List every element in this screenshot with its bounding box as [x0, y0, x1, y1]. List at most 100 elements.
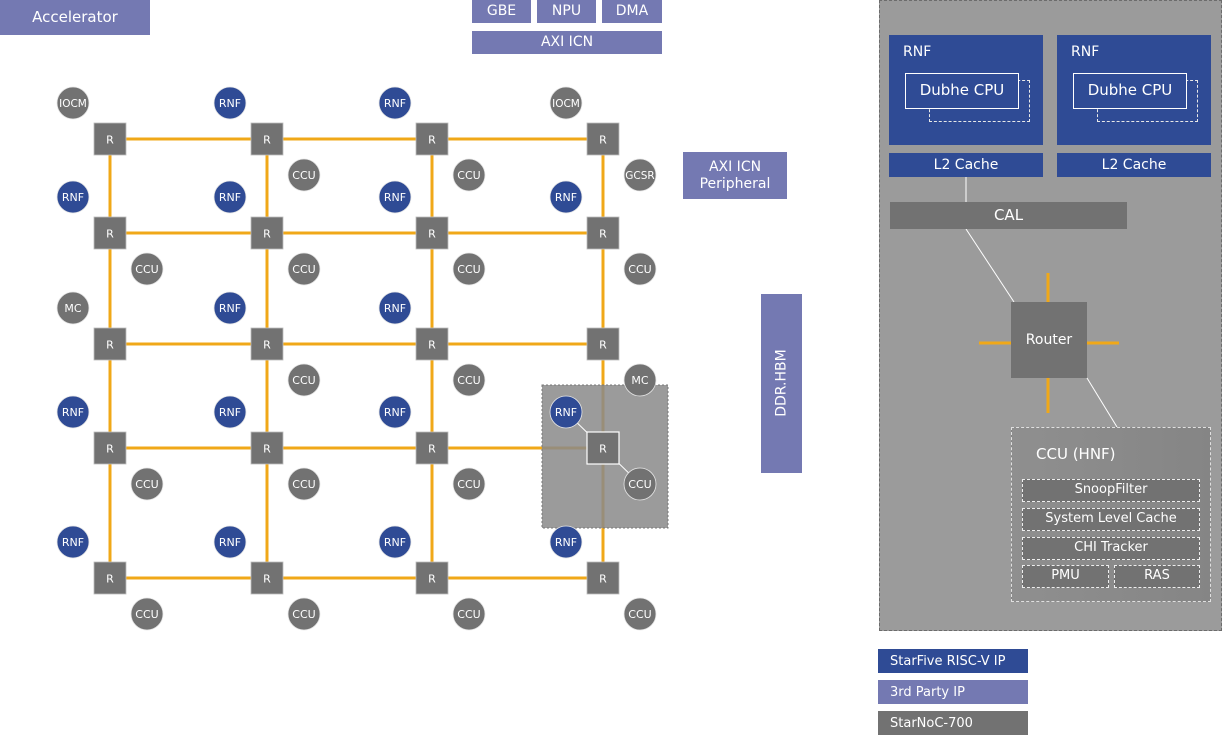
legend-third-party-label: 3rd Party IP [890, 684, 965, 700]
router-box [586, 431, 620, 465]
snoop-filter: SnoopFilter [1022, 479, 1200, 502]
node-circle [549, 180, 583, 214]
node-circle [452, 597, 486, 631]
router-label: R [263, 443, 271, 456]
pmu-block: PMU [1022, 565, 1109, 588]
l2-cache-left-label: L2 Cache [933, 156, 999, 173]
router-to-ccu-line [1086, 377, 1118, 428]
mesh-links [108, 137, 605, 580]
rnf-node: RNF [378, 86, 412, 120]
snoop-filter-label: SnoopFilter [1074, 482, 1148, 498]
router: R [586, 216, 620, 250]
router: R [415, 327, 449, 361]
dma-label: DMA [615, 3, 649, 20]
router-box [415, 216, 449, 250]
cal-label: CAL [993, 205, 1024, 224]
system-level-cache-label: System Level Cache [1045, 511, 1177, 527]
node-circle [378, 180, 412, 214]
axi-icn-peripheral-line2: Peripheral [699, 175, 771, 192]
node-label: RNF [555, 536, 577, 549]
router-label: R [599, 228, 607, 241]
router-label: Router [1025, 331, 1073, 348]
router-label: R [599, 339, 607, 352]
rnf-node: RNF [56, 525, 90, 559]
ccu-hnf-block: CCU (HNF) SnoopFilter System Level Cache… [1011, 427, 1211, 602]
rnf-right-block: RNF Dubhe CPU [1057, 35, 1211, 145]
node-circle [623, 597, 657, 631]
ccu-node: CCU [287, 597, 321, 631]
node-circle [56, 180, 90, 214]
node-label: RNF [384, 97, 406, 110]
router-label: R [428, 339, 436, 352]
rnf-node: RNF [378, 395, 412, 429]
router: R [586, 327, 620, 361]
node-label: RNF [62, 191, 84, 204]
rnf-node: RNF [213, 291, 247, 325]
router: R [586, 431, 620, 465]
router-box [93, 561, 127, 595]
node-circle [287, 252, 321, 286]
router: R [415, 216, 449, 250]
router-label: R [428, 228, 436, 241]
node-label: CCU [292, 263, 315, 276]
node-label: CCU [457, 478, 480, 491]
node-label: RNF [555, 191, 577, 204]
router: R [586, 561, 620, 595]
legend-starfive: StarFive RISC-V IP [878, 649, 1028, 673]
rnf-node: RNF [549, 525, 583, 559]
node-circle [287, 363, 321, 397]
dubhe-cpu-left-label: Dubhe CPU [919, 81, 1005, 100]
npu-label: NPU [551, 3, 582, 20]
ras-block: RAS [1114, 565, 1200, 588]
router-box [586, 561, 620, 595]
cal-block: CAL [890, 202, 1127, 229]
node-label: CCU [628, 478, 651, 491]
node-label: CCU [457, 608, 480, 621]
router-box [415, 561, 449, 595]
ccu-node: CCU [623, 467, 657, 501]
dubhe-cpu-right-label: Dubhe CPU [1087, 81, 1173, 100]
node-circle [287, 158, 321, 192]
router-label: R [263, 339, 271, 352]
ccu-node: CCU [287, 252, 321, 286]
node-label: RNF [555, 406, 577, 419]
router: R [93, 216, 127, 250]
dubhe-cpu-left: Dubhe CPU [905, 73, 1019, 109]
gbe-label: GBE [486, 3, 517, 20]
router: R [415, 431, 449, 465]
node-circle [287, 597, 321, 631]
rnf-left-block: RNF Dubhe CPU [889, 35, 1043, 145]
router-box [415, 122, 449, 156]
node-circle [213, 395, 247, 429]
node-circle [549, 395, 583, 429]
ccu-node: CCU [452, 597, 486, 631]
router-label: R [106, 573, 114, 586]
node-label: CCU [135, 608, 158, 621]
router: R [250, 561, 284, 595]
router-box [250, 561, 284, 595]
rnf-node: RNF [213, 525, 247, 559]
router-label: R [428, 134, 436, 147]
rnf-node: RNF [56, 395, 90, 429]
node-circle [378, 86, 412, 120]
router: R [93, 431, 127, 465]
chi-tracker: CHI Tracker [1022, 537, 1200, 560]
ccu-node: CCU [130, 252, 164, 286]
accelerator-label: Accelerator [32, 7, 118, 26]
node-circle [56, 86, 90, 120]
cal-to-router-line [965, 228, 1015, 303]
axi-icn-peripheral-line1: AXI ICN [708, 159, 762, 176]
router: R [250, 122, 284, 156]
router-box [93, 122, 127, 156]
node-label: RNF [384, 406, 406, 419]
node-label: CCU [457, 169, 480, 182]
router-label: R [428, 443, 436, 456]
pmu-label: PMU [1051, 568, 1080, 584]
mc-node: MC [623, 363, 657, 397]
node-circle [623, 467, 657, 501]
node-circle [56, 525, 90, 559]
router-box [250, 216, 284, 250]
node-label: RNF [62, 536, 84, 549]
ccu-node: CCU [623, 597, 657, 631]
rnf-node: RNF [56, 180, 90, 214]
